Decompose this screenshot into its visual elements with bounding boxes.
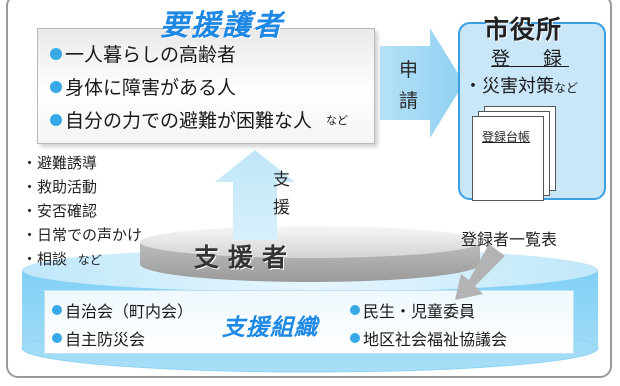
bullet-icon <box>52 305 62 315</box>
needy-item-evacuation-difficult: 自分の力での避難が困難な人 など <box>50 106 348 133</box>
needy-item-disabled: 身体に障害がある人 <box>50 73 236 100</box>
activity-rescue: ・救助活動 <box>22 178 98 196</box>
supporter-label: 支援者 <box>194 243 297 272</box>
ledger-page-front <box>472 116 544 201</box>
needy-suffix: など <box>326 113 349 127</box>
bullet-icon <box>350 333 360 343</box>
bullet-icon <box>350 305 360 315</box>
ledger-label: 登録台帳 <box>482 130 531 144</box>
application-char-1: 申 <box>399 59 419 81</box>
org-item-disaster-group: 自主防災会 <box>52 326 145 350</box>
bullet-icon <box>50 80 62 93</box>
activity-safety-check: ・安否確認 <box>22 202 98 220</box>
registrant-list-caption: 登録者一覧表 <box>461 230 558 249</box>
support-arrow-icon <box>215 150 295 240</box>
org-item-welfare-council: 地区社会福祉協議会 <box>350 326 507 350</box>
bullet-icon <box>50 113 62 126</box>
outer-frame <box>6 0 612 378</box>
bullet-icon <box>50 47 62 60</box>
activity-daily-greeting: ・日常での声かけ <box>22 226 143 244</box>
support-organization-panel <box>44 290 574 354</box>
city-hall-title: 市役所 <box>484 15 563 44</box>
list-distribution-arrow-icon <box>455 244 505 300</box>
application-char-2: 請 <box>399 90 419 112</box>
support-organization-title: 支援組織 <box>222 315 318 341</box>
org-item-neighborhood: 自治会（町内会） <box>52 298 193 322</box>
needy-item-elderly: 一人暮らしの高齢者 <box>50 40 236 67</box>
disaster-measures-label: ・災害対策など <box>464 76 579 97</box>
needy-persons-title: 要援護者 <box>160 8 285 42</box>
registration-label: 登 録 <box>491 48 570 70</box>
activity-consultation: ・相談 など <box>22 250 102 268</box>
support-char-1: 支 <box>273 170 290 190</box>
application-arrow-icon <box>380 28 464 138</box>
bullet-icon <box>52 333 62 343</box>
activity-evacuation-guidance: ・避難誘導 <box>22 154 98 172</box>
support-char-2: 援 <box>273 198 290 218</box>
org-item-welfare-commissioner: 民生・児童委員 <box>350 298 475 322</box>
needy-persons-box <box>37 28 375 144</box>
